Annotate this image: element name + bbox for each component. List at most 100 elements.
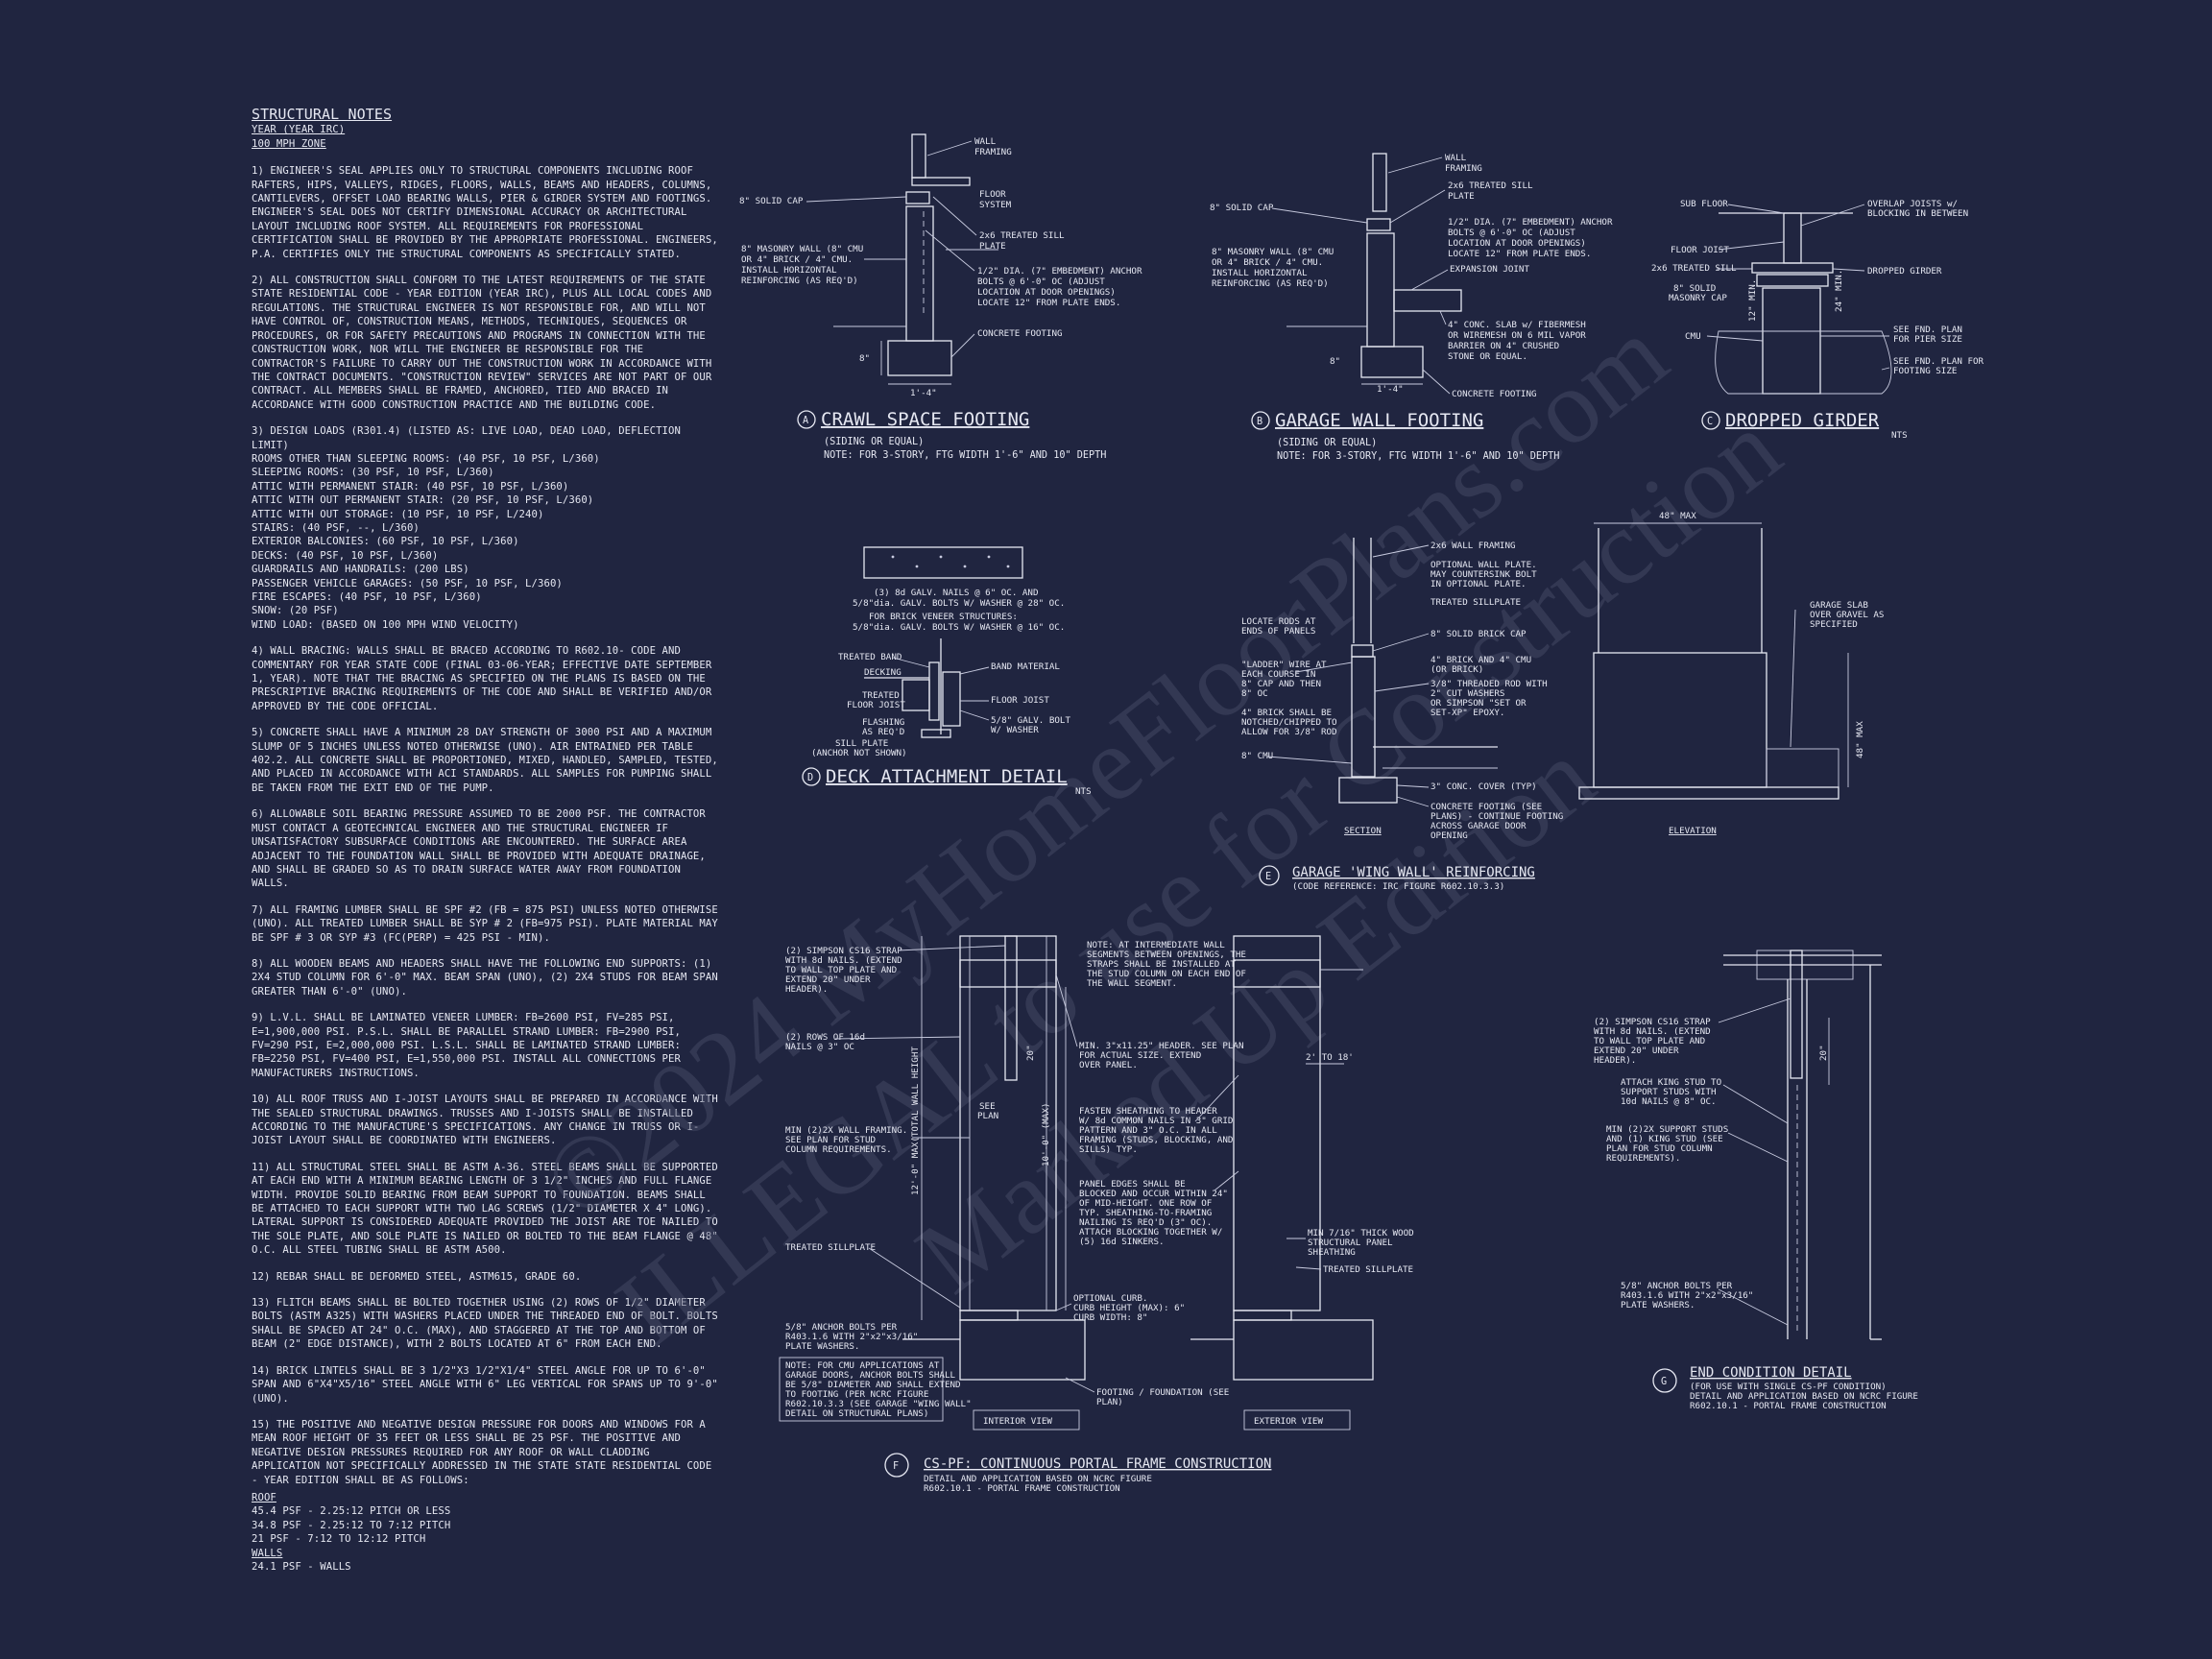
label: FLOOR JOIST [991, 695, 1049, 706]
label: PLAN) [1096, 1397, 1123, 1407]
label: STRAPS SHALL BE INSTALLED AT [1087, 959, 1236, 970]
load-item: STAIRS: (40 PSF, --, L/360) [252, 521, 420, 534]
label: BLOCKED AND OCCUR WITHIN 24" [1079, 1189, 1228, 1199]
detail-e-title: GARAGE 'WING WALL' REINFORCING [1292, 865, 1535, 880]
label: PANEL EDGES SHALL BE [1079, 1179, 1186, 1190]
label: GARAGE DOORS, ANCHOR BOLTS SHALL [785, 1370, 955, 1381]
label: SYSTEM [979, 200, 1012, 210]
label: SEE FND. PLAN FOR [1893, 356, 1984, 367]
label: PATTERN AND 3" O.C. IN ALL [1079, 1125, 1217, 1136]
detail-c-title: DROPPED GIRDER [1725, 410, 1880, 431]
label: SILLS) TYP. [1079, 1144, 1138, 1155]
label: GARAGE SLAB [1810, 600, 1868, 611]
label: THE STUD COLUMN ON EACH END OF [1087, 969, 1246, 979]
label: BARRIER ON 4" CRUSHED [1448, 341, 1559, 351]
label: INSTALL HORIZONTAL [741, 265, 837, 276]
label: TYP. SHEATHING-TO-FRAMING [1079, 1208, 1212, 1218]
label: 10'-0" (MAX) [1041, 1103, 1051, 1166]
load-item: PASSENGER VEHICLE GARAGES: (50 PSF, 10 P… [252, 577, 563, 589]
label: OPTIONAL CURB. [1073, 1293, 1147, 1304]
label: HEADER). [1594, 1055, 1636, 1066]
note-13: 13) FLITCH BEAMS SHALL BE BOLTED TOGETHE… [252, 1297, 718, 1351]
label: DROPPED GIRDER [1867, 266, 1942, 276]
label: (2) SIMPSON CS16 STRAP [785, 946, 902, 956]
label: 1'-4" [910, 388, 937, 398]
label: FOOTING / FOUNDATION (SEE [1096, 1387, 1229, 1398]
detail-a-bubble [797, 410, 816, 429]
label: 48" MAX [1855, 721, 1865, 758]
detail-a-crawl-space-footing: WALL FRAMING 8" SOLID CAP FLOOR SYSTEM 2… [739, 133, 1142, 461]
label: PLAN [977, 1111, 998, 1121]
label: FASTEN SHEATHING TO HEADER [1079, 1106, 1217, 1117]
note-2: 2) ALL CONSTRUCTION SHALL CONFORM TO THE… [252, 275, 712, 411]
label: CONCRETE FOOTING (SEE [1431, 802, 1542, 812]
detail-letter: E [1265, 872, 1271, 882]
label: INSTALL HORIZONTAL [1212, 268, 1308, 278]
label: SILL PLATE [835, 738, 888, 749]
label: CURB WIDTH: 8" [1073, 1312, 1147, 1323]
label: FRAMING (STUDS, BLOCKING, AND [1079, 1135, 1233, 1145]
load-item: DECKS: (40 PSF, 10 PSF, L/360) [252, 549, 439, 562]
detail-letter: B [1257, 417, 1262, 427]
label: WITH 8d NAILS. (EXTEND [1594, 1026, 1711, 1037]
note-9: 9) L.V.L. SHALL BE LAMINATED VENEER LUMB… [252, 1012, 681, 1079]
label: MIN. 3"x11.25" HEADER. SEE PLAN [1079, 1041, 1243, 1051]
label: LOCATE RODS AT [1241, 616, 1316, 627]
label: MIN (2)2X WALL FRAMING. [785, 1125, 907, 1136]
detail-a-sub2: NOTE: FOR 3-STORY, FTG WIDTH 1'-6" AND 1… [824, 450, 1106, 461]
label: SEGMENTS BETWEEN OPENINGS, THE [1087, 950, 1246, 960]
load-item: ATTIC WITH OUT STORAGE: (10 PSF, 10 PSF,… [252, 508, 544, 520]
label: R602.10.3.3 (SEE GARAGE "WING WALL" [785, 1399, 972, 1409]
roof-title: ROOF [252, 1491, 276, 1503]
label: 1/2" DIA. (7" EMBEDMENT) ANCHOR [1448, 217, 1613, 228]
label: FOR PIER SIZE [1893, 334, 1962, 345]
detail-g-bubble [1652, 1368, 1677, 1393]
detail-d-bubble [802, 767, 821, 786]
detail-a-title: CRAWL SPACE FOOTING [821, 409, 1029, 430]
walls-title: WALLS [252, 1547, 283, 1559]
note-8: 8) ALL WOODEN BEAMS AND HEADERS SHALL HA… [252, 957, 718, 998]
label: SHEATHING [1308, 1247, 1356, 1258]
label: MAY COUNTERSINK BOLT [1431, 569, 1537, 580]
label: 5/8" ANCHOR BOLTS PER [1621, 1281, 1733, 1291]
label: DETAIL ON STRUCTURAL PLANS) [785, 1408, 928, 1419]
label: 5/8"dia. GALV. BOLTS W/ WASHER @ 28" OC. [853, 598, 1065, 609]
load-item: GUARDRAILS AND HANDRAILS: (200 LBS) [252, 564, 469, 576]
label: ATTACH BLOCKING TOGETHER W/ [1079, 1227, 1222, 1238]
label: LOCATE 12" FROM PLATE ENDS. [1448, 249, 1591, 259]
detail-d-deck-attachment: (3) 8d GALV. NAILS @ 6" OC. AND 5/8"dia.… [802, 546, 1092, 797]
detail-b-garage-wall-footing: WALL FRAMING 8" SOLID CAP 2x6 TREATED SI… [1210, 153, 1613, 462]
detail-d-title: DECK ATTACHMENT DETAIL [826, 766, 1068, 787]
detail-c-dropped-girder: SUB FLOOR OVERLAP JOISTS w/ BLOCKING IN … [1651, 199, 1984, 441]
load-item: ATTIC WITH OUT PERMANENT STAIR: (20 PSF,… [252, 494, 594, 507]
label: STONE OR EQUAL. [1448, 351, 1527, 362]
loads-intro: 3) DESIGN LOADS (R301.4) (LISTED AS: LIV… [252, 425, 681, 451]
detail-letter: A [803, 416, 808, 426]
label: ALLOW FOR 3/8" ROD [1241, 727, 1337, 737]
label: FOR BRICK VENEER STRUCTURES: [869, 612, 1018, 622]
label: 20" [1025, 1045, 1036, 1061]
label: NOTCHED/CHIPPED TO [1241, 717, 1337, 728]
detail-b-sub2: NOTE: FOR 3-STORY, FTG WIDTH 1'-6" AND 1… [1277, 451, 1559, 462]
note-7: 7) ALL FRAMING LUMBER SHALL BE SPF #2 (F… [252, 903, 718, 944]
detail-b-sub1: (SIDING OR EQUAL) [1277, 438, 1377, 448]
label: STRUCTURAL PANEL [1308, 1238, 1393, 1248]
label: BE 5/8" DIAMETER AND SHALL EXTEND [785, 1380, 961, 1390]
label: HEADER). [785, 984, 828, 995]
label: REINFORCING (AS REQ'D) [741, 276, 858, 286]
label: 4" CONC. SLAB w/ FIBERMESH [1448, 320, 1586, 330]
label: LOCATION AT DOOR OPENINGS) [977, 287, 1116, 298]
label: R403.1.6 WITH 2"x2"x3/16" [1621, 1290, 1753, 1301]
label: BOLTS @ 6'-0" OC (ADJUST [1448, 228, 1575, 238]
roof-item: 34.8 PSF - 2.25:12 TO 7:12 PITCH [252, 1519, 451, 1531]
label: 2x6 TREATED SILL [1651, 263, 1737, 274]
detail-f-sub1: DETAIL AND APPLICATION BASED ON NCRC FIG… [924, 1474, 1152, 1484]
note-6: 6) ALLOWABLE SOIL BEARING PRESSURE ASSUM… [252, 808, 706, 890]
label: TREATED SILLPLATE [785, 1242, 876, 1253]
label: 24" MIN. [1834, 270, 1844, 312]
notes-zone: 100 mph ZONE [252, 137, 326, 150]
label: NAILS @ 3" OC [785, 1042, 854, 1052]
load-item: ROOMS OTHER THAN SLEEPING ROOMS: (40 PSF… [252, 452, 600, 465]
detail-e-wing-wall: 2x6 WALL FRAMING OPTIONAL WALL PLATE. MA… [1241, 511, 1884, 892]
